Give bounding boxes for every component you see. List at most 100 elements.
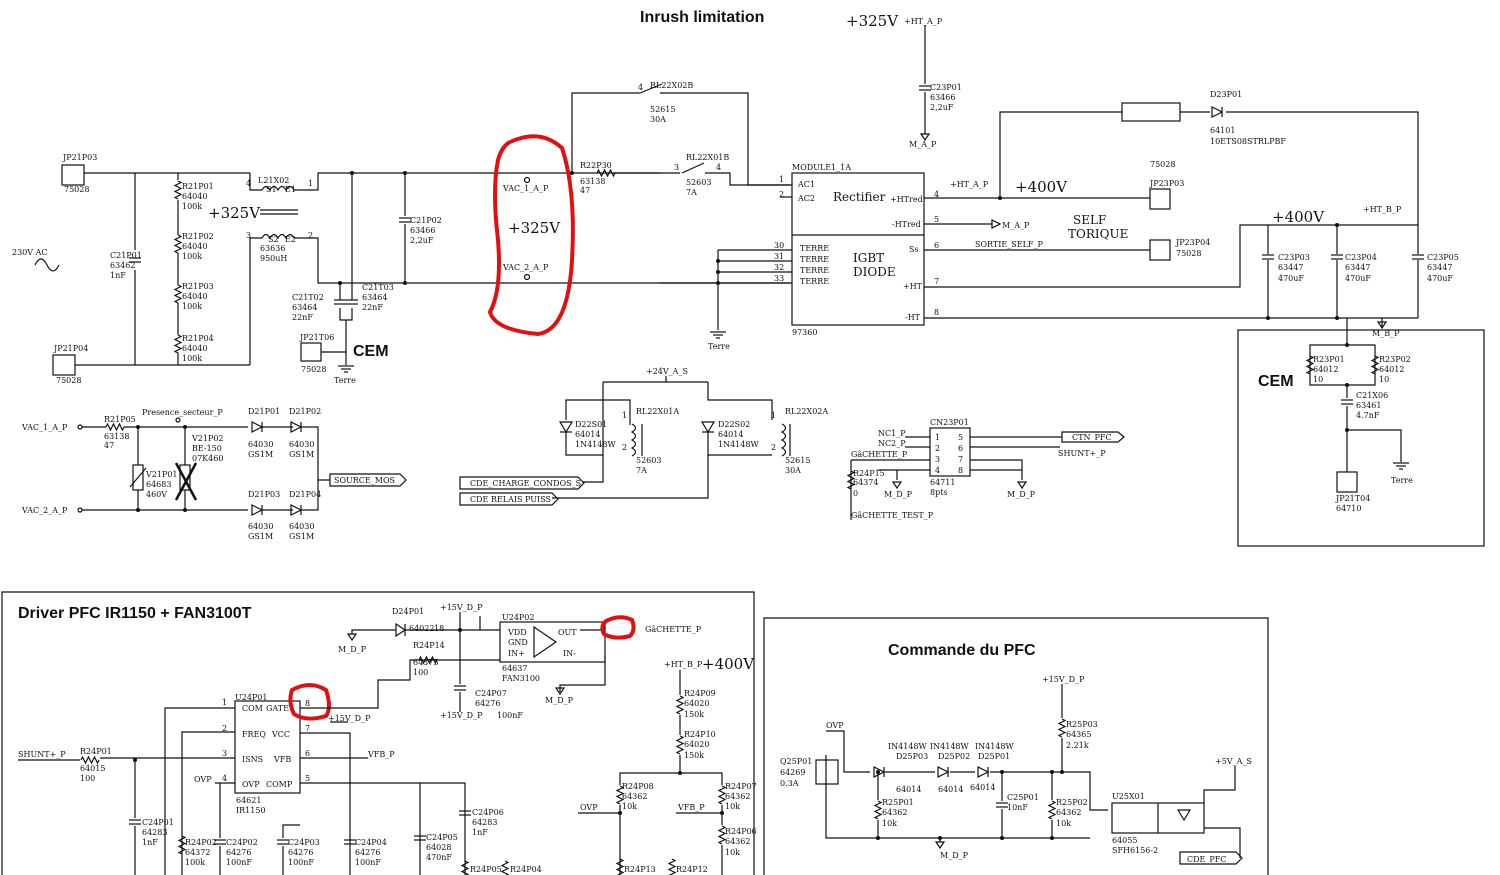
r24p14-value: 100 [413,668,428,677]
u24p01-code: 64621 [236,796,261,805]
c23p05-code: 63447 [1427,263,1452,272]
d25p01-code: 64014 [970,783,995,792]
r22p30-value: 47 [580,186,590,195]
d21p04-label: D21P04 [289,490,321,499]
d25-lbl-1: IN4148W [888,742,928,751]
voltage-400-c: +400V [702,655,755,673]
ht-minus-pin: -HT [905,313,921,322]
u24-out: OUT [558,628,577,637]
cde-pfc-label: CDE_PFC [1187,855,1226,864]
d21p01-type: GS1M [248,450,273,459]
c21p01-value: 1nF [110,271,126,280]
rl22x01a-value: 7A [636,466,647,475]
r25p03-value: 2.21k [1066,741,1089,750]
r22p30-label: R22P30 [580,161,612,170]
c21x06-label: C21X06 [1356,391,1388,400]
u24-pin6: 6 [305,749,310,758]
d25p03-label: D25P03 [896,752,928,761]
htred-minus: -HTred [892,220,921,229]
v24-label: +24V_A_S [646,367,688,376]
c21p01-code: 63462 [110,261,135,270]
cem-box: CEM R23P01 64012 10 R23P02 64012 10 C21X… [1237,318,1485,547]
ht-plus-pin: +HT [903,282,923,291]
d21p02-type: GS1M [289,450,314,459]
ht-b-label-2: +HT_B_P [664,660,703,669]
c24p04-code: 64276 [355,848,380,857]
c24p05-code: 64028 [426,843,451,852]
d22s01-code: 64014 [575,430,600,439]
d22s02-value: 1N4148W [718,440,759,449]
cn-pin-6: 6 [958,444,963,453]
jp21t06-value: 75028 [301,365,326,374]
r24p07-code: 64362 [725,792,750,801]
d21p01-code: 64030 [248,440,273,449]
r24p02-label: R24P02 [185,838,217,847]
c24p03-value: 100nF [288,858,314,867]
d24p01-value: 18 [434,624,444,633]
c21x06-value: 4.7nF [1356,411,1380,420]
self-label-2: TORIQUE [1068,227,1128,241]
r21p01-code: 64040 [182,192,207,201]
u24-inm: IN- [563,649,576,658]
c23p01-code: 63466 [930,93,955,102]
m-a-1: M_A_P [909,140,937,149]
md-label-5: M_D_P [940,851,969,860]
d23p01-value: 10ETS08STRLPBF [1210,137,1286,146]
cn23-value: 8pts [930,488,948,497]
r21p05-label: R21P05 [104,415,136,424]
v21p01-value: 460V [146,490,167,499]
voltage-400-a: +400V [1015,178,1068,196]
c24p03-code: 64276 [288,848,313,857]
r21p01-label: R21P01 [182,182,214,191]
jp21p03-value: 75028 [64,185,89,194]
cn-pin-1: 1 [935,433,940,442]
r21p03-label: R21P03 [182,282,214,291]
rectifier-text: Rectifier [833,190,886,204]
r24p15-value: 0 [853,489,858,498]
jp21t06-label: JP21T06 [299,333,334,342]
c21t03-label: C21T03 [362,283,394,292]
c21p02-label: C21P02 [410,216,442,225]
r24p12-label: R24P12 [676,865,708,874]
c24p03-label: C24P03 [288,838,320,847]
c24p01-value: 1nF [142,838,158,847]
gachette-label: GâCHETTE_P [851,450,908,459]
u25x01-label: U25X01 [1112,792,1145,801]
r21p04-value: 100k [182,354,202,363]
r24p15-label: R24P15 [853,469,885,478]
pin-6-m: 6 [934,241,939,250]
md-label-4: M_D_P [545,696,574,705]
u25x01-value: SFH6156-2 [1112,846,1158,855]
pin-31: 31 [774,252,784,261]
u24-pin8: 8 [305,699,310,708]
u24-inp: IN+ [508,649,525,658]
v21p02-value: 07K460 [192,454,223,463]
input-section: JP21P03 75028 JP21P04 75028 C21P01 63462… [12,153,261,385]
ac1-pin: AC1 [797,180,815,189]
module-label: MODULE1_1A [792,163,851,172]
presence-label: Presence_secteur_P [142,408,223,417]
ovp-label-1: OVP [194,775,212,784]
r21p05-value: 47 [104,441,114,450]
source-mos-label: SOURCE_MOS [334,476,395,485]
shunt-label: SHUNT+_P [1058,449,1106,458]
v21p02-label: V21P02 [191,434,224,443]
r24p04-label: R24P04 [510,865,542,874]
r24p06-value: 10k [725,848,740,857]
r24p14-code: 64375 [413,658,438,667]
voltage-325-mid: +325V [208,204,261,222]
title-pfc-command: Commande du PFC [888,642,1036,659]
jp21p04-label: JP21P04 [53,344,88,353]
ac2-pin: AC2 [797,194,815,203]
c23p05-value: 470uF [1427,274,1453,283]
pin-4-c: 4 [716,163,721,172]
pin-3-b: 3 [674,163,679,172]
pin-1-r2: 1 [771,411,776,420]
cn-pin-7: 7 [958,455,963,464]
u24-pin3: 3 [222,749,227,758]
rl22x02b-value: 30A [650,115,666,124]
c21p01-label: C21P01 [110,251,142,260]
rl22x01a-code: 52603 [636,456,661,465]
pin-2-r2: 2 [771,443,776,452]
jp21p03-label: JP21P03 [62,153,97,162]
